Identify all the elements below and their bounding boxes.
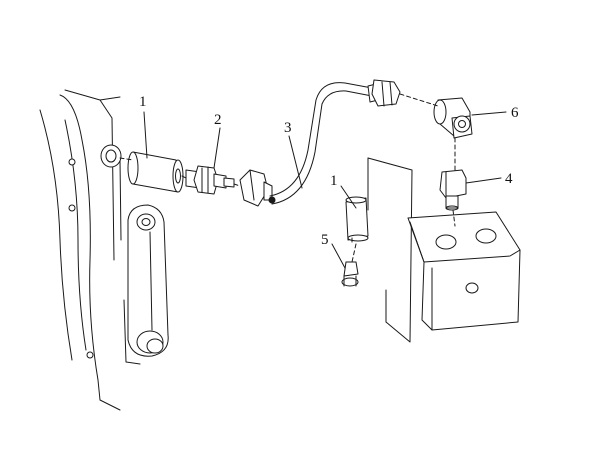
- part-5-bolt: [341, 261, 359, 287]
- callout-1: 1: [139, 94, 147, 110]
- callout-3: 3: [284, 120, 292, 136]
- bracket: [407, 211, 521, 331]
- leader-lines: [143, 111, 507, 269]
- part-2-fitting: [185, 165, 235, 195]
- callout-6: 6: [511, 105, 519, 121]
- part-1b-sleeve: [345, 196, 369, 243]
- lever-arm: [123, 204, 169, 365]
- part-1-sleeve: [127, 151, 184, 193]
- part-3-hose: [239, 79, 401, 207]
- callout-5: 5: [321, 232, 329, 248]
- callout-2: 2: [214, 112, 222, 128]
- centre-lines: [119, 93, 456, 263]
- mounting-plate: [367, 157, 413, 343]
- engine-housing: [39, 89, 122, 411]
- callout-4: 4: [505, 171, 513, 187]
- callout-1b: 1: [330, 173, 338, 189]
- part-6-elbow: [433, 97, 473, 139]
- part-4-adapter: [439, 169, 467, 211]
